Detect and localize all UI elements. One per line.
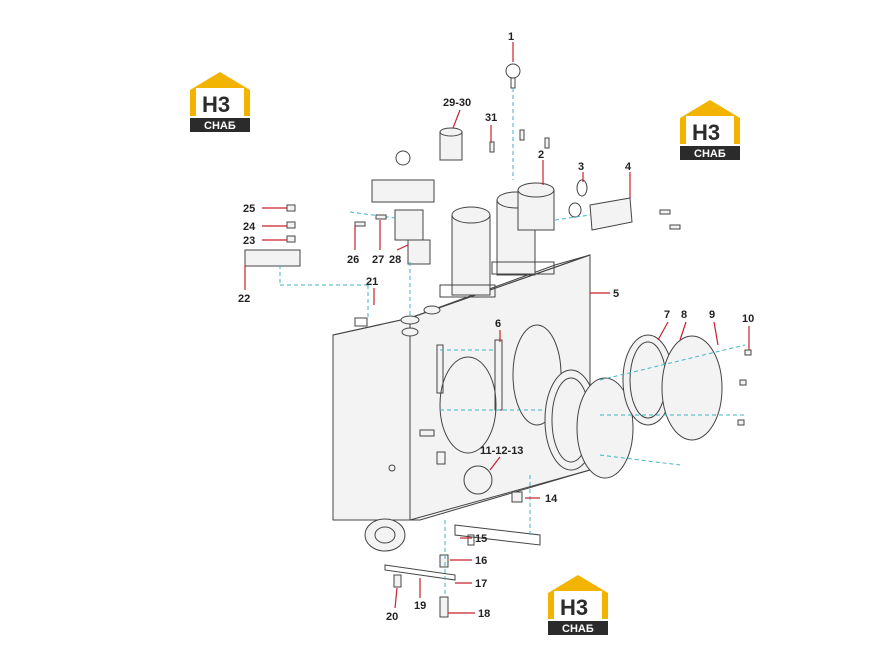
label-17: 17 — [475, 578, 487, 590]
svg-text:H3: H3 — [202, 92, 230, 117]
label-5: 5 — [613, 288, 619, 300]
brand-logo-top-right: H3 СНАБ — [680, 100, 740, 160]
label-27: 27 — [372, 254, 384, 266]
label-18: 18 — [478, 608, 490, 620]
label-3: 3 — [578, 161, 584, 173]
label-31: 31 — [485, 112, 497, 124]
part-number-labels: 1 2 3 4 5 6 7 8 9 10 11-12-13 14 15 16 1… — [238, 31, 754, 623]
lifting-eyebolt — [505, 63, 521, 89]
label-6: 6 — [495, 318, 501, 330]
svg-text:H3: H3 — [692, 120, 720, 145]
label-10: 10 — [742, 313, 754, 325]
svg-text:СНАБ: СНАБ — [204, 120, 236, 132]
bottom-outlet — [364, 465, 541, 618]
callout-leaders — [244, 42, 750, 614]
label-7: 7 — [664, 309, 670, 321]
label-1: 1 — [508, 31, 514, 43]
label-24: 24 — [243, 221, 256, 233]
tank-top-ports — [400, 305, 441, 337]
svg-text:СНАБ: СНАБ — [562, 623, 594, 635]
label-23: 23 — [243, 235, 255, 247]
label-26: 26 — [347, 254, 359, 266]
label-19: 19 — [414, 600, 426, 612]
brand-logo-top-left: H3 СНАБ — [190, 72, 250, 132]
fastener-bolts — [286, 129, 752, 426]
side-cover-flanges — [544, 334, 723, 479]
label-28: 28 — [389, 254, 401, 266]
label-16: 16 — [475, 555, 487, 567]
label-25: 25 — [243, 203, 255, 215]
label-11-12-13: 11-12-13 — [480, 445, 523, 457]
brand-logo-bottom-center: H3 СНАБ — [548, 575, 608, 635]
label-2: 2 — [538, 149, 544, 161]
left-manifold-group — [244, 127, 463, 267]
svg-text:H3: H3 — [560, 595, 588, 620]
label-20: 20 — [386, 611, 398, 623]
label-4: 4 — [625, 161, 632, 173]
label-21: 21 — [366, 276, 378, 288]
right-manifold-block — [568, 179, 633, 231]
label-9: 9 — [709, 309, 715, 321]
filter-housings — [439, 182, 555, 298]
svg-text:СНАБ: СНАБ — [694, 148, 726, 160]
label-14: 14 — [545, 493, 558, 505]
assembly-guide-lines — [279, 88, 746, 597]
label-8: 8 — [681, 309, 687, 321]
label-22: 22 — [238, 293, 250, 305]
label-29-30: 29-30 — [443, 97, 471, 109]
label-15: 15 — [475, 533, 487, 545]
